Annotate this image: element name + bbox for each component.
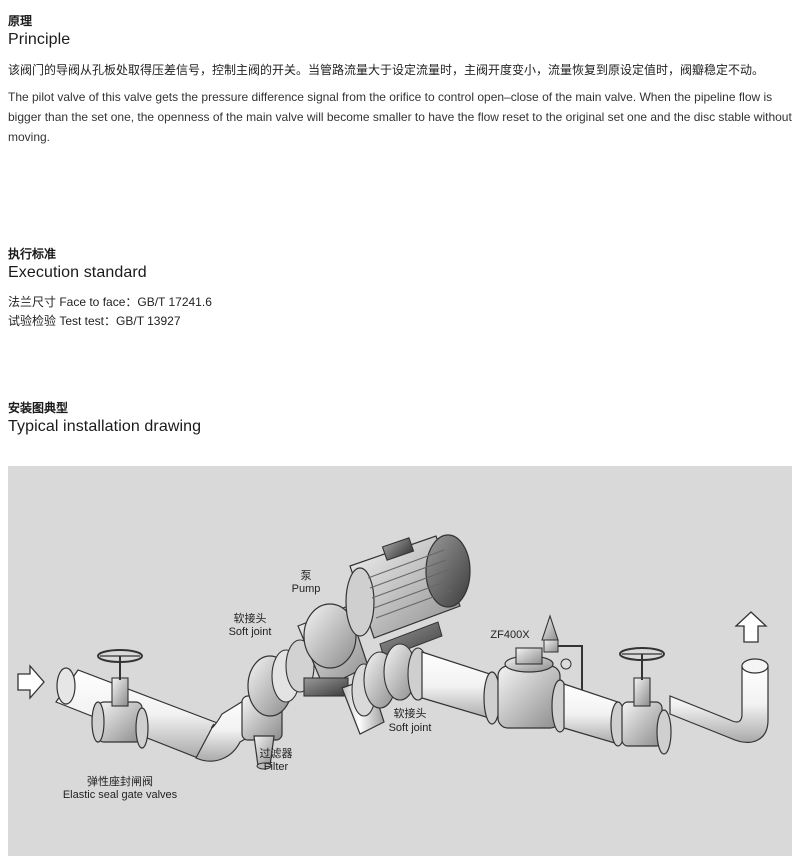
pump-label-zh: 泵 bbox=[301, 569, 312, 582]
standard-title-zh: 执行标准 bbox=[8, 247, 57, 261]
soft-joint-left-label-zh: 软接头 bbox=[234, 611, 267, 625]
soft-joint-right-label-zh: 软接头 bbox=[394, 706, 427, 720]
filter-label-en: Filter bbox=[264, 761, 289, 773]
standard-list: 法兰尺寸 Face to face：GB/T 17241.6 试验检验 Test… bbox=[8, 293, 792, 331]
outlet-arrow-icon bbox=[734, 611, 768, 643]
principle-title-zh: 原理 bbox=[8, 14, 33, 28]
pump-label-en: Pump bbox=[292, 583, 321, 595]
face-to-face-standard: 法兰尺寸 Face to face：GB/T 17241.6 bbox=[8, 295, 212, 309]
filter-label-zh: 过滤器 bbox=[260, 747, 293, 760]
standard-section: 执行标准 Execution standard 法兰尺寸 Face to fac… bbox=[8, 246, 792, 331]
drawing-title-zh: 安装图典型 bbox=[8, 401, 69, 415]
riser-pipe bbox=[669, 658, 769, 743]
test-standard: 试验检验 Test test：GB/T 13927 bbox=[8, 314, 181, 328]
outlet-pipe-segment bbox=[563, 683, 619, 745]
standard-title-en: Execution standard bbox=[8, 264, 147, 281]
gate-valve-right bbox=[610, 647, 672, 755]
soft-joint-right-label-en: Soft joint bbox=[389, 722, 432, 734]
principle-section: 原理 Principle 该阀门的导阀从孔板处取得压差信号，控制主阀的开关。当管… bbox=[8, 13, 792, 147]
valve-model-label: ZF400X bbox=[490, 629, 530, 641]
gate-valve-left bbox=[91, 649, 149, 749]
principle-text-zh: 该阀门的导阀从孔板处取得压差信号，控制主阀的开关。当管路流量大于设定流量时，主阀… bbox=[8, 63, 765, 77]
inlet-arrow-icon bbox=[17, 664, 45, 700]
drawing-title-en: Typical installation drawing bbox=[8, 418, 202, 435]
principle-text-en: The pilot valve of this valve gets the p… bbox=[8, 90, 792, 144]
soft-joint-left-label-en: Soft joint bbox=[229, 626, 272, 638]
gate-valve-label-en: Elastic seal gate valves bbox=[63, 789, 178, 801]
soft-joint-left bbox=[247, 639, 315, 717]
drawing-section: 安装图典型 Typical installation drawing bbox=[8, 400, 792, 438]
soft-joint-right bbox=[351, 643, 429, 717]
gate-valve-label-zh: 弹性座封闸阀 bbox=[87, 774, 153, 788]
installation-drawing-svg: 泵 Pump 软接头 Soft joint ZF400X 软接头 Soft jo… bbox=[17, 534, 769, 801]
principle-title-en: Principle bbox=[8, 31, 71, 48]
installation-drawing: 泵 Pump 软接头 Soft joint ZF400X 软接头 Soft jo… bbox=[8, 466, 792, 856]
pump bbox=[297, 534, 471, 697]
